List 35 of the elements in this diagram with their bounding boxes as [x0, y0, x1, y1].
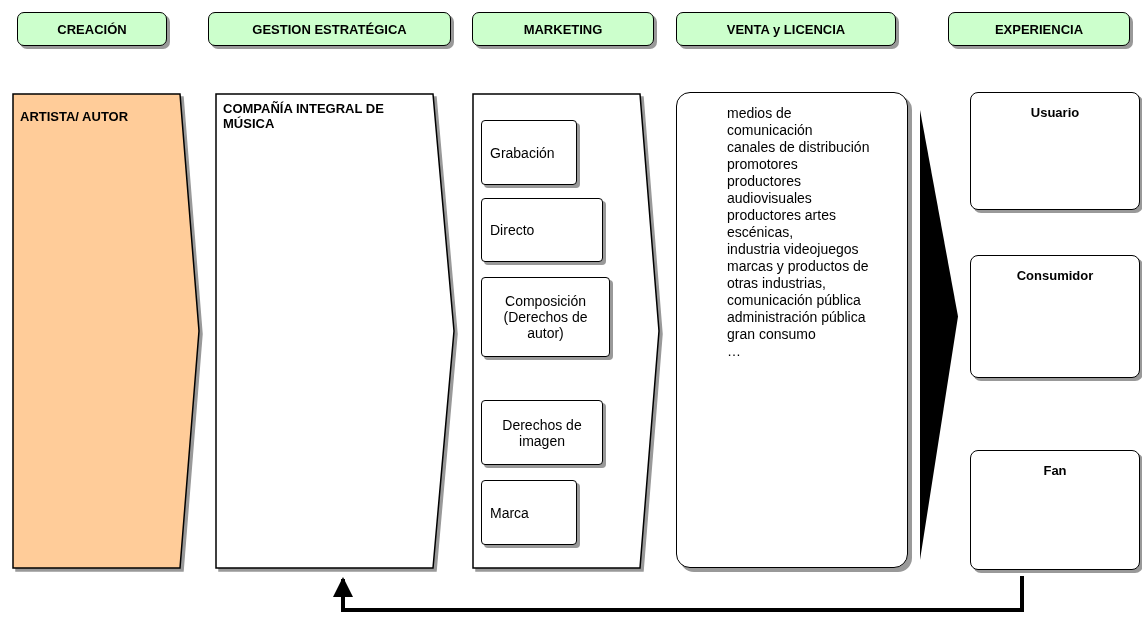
- process-box: [481, 480, 577, 545]
- process-box: [970, 450, 1140, 570]
- header-label: EXPERIENCIA: [994, 21, 1084, 37]
- header-label: MARKETING: [523, 21, 603, 37]
- box-label: Marca: [490, 504, 529, 521]
- list-item: promotores: [727, 156, 799, 173]
- box-label: Consumidor: [1016, 268, 1094, 283]
- header-label: GESTION ESTRATÉGICA: [252, 21, 407, 37]
- header-label: CREACIÓN: [57, 21, 127, 37]
- box-label: Grabación: [490, 144, 555, 161]
- process-box: [481, 400, 603, 465]
- box-label: Directo: [490, 222, 535, 238]
- list-item: gran consumo: [727, 326, 817, 343]
- process-box: [970, 255, 1140, 378]
- box-label: Fan: [1043, 463, 1067, 478]
- list-item: industria videojuegos: [727, 241, 860, 258]
- process-box: [970, 92, 1140, 210]
- column-header: [948, 12, 1130, 46]
- column-header: [472, 12, 654, 46]
- list-item: …: [727, 343, 742, 360]
- chevron-label: COMPAÑÍA INTEGRAL DE MÚSICA: [223, 101, 385, 131]
- box-label: Usuario: [1030, 105, 1080, 120]
- process-box: [481, 120, 577, 185]
- column-header: [676, 12, 896, 46]
- column-header: [17, 12, 167, 46]
- process-box: [481, 198, 603, 262]
- column-header: [208, 12, 451, 46]
- list-item: canales de distribución: [727, 139, 871, 156]
- list-item: administración pública: [727, 309, 867, 326]
- process-box: [481, 277, 610, 357]
- box-label: Composición (Derechos de autor): [502, 293, 589, 341]
- chevron-label: ARTISTA/ AUTOR: [20, 109, 130, 124]
- header-label: VENTA y LICENCIA: [726, 21, 846, 37]
- box-label: Derechos de imagen: [501, 416, 583, 449]
- list-item: comunicación pública: [727, 292, 862, 309]
